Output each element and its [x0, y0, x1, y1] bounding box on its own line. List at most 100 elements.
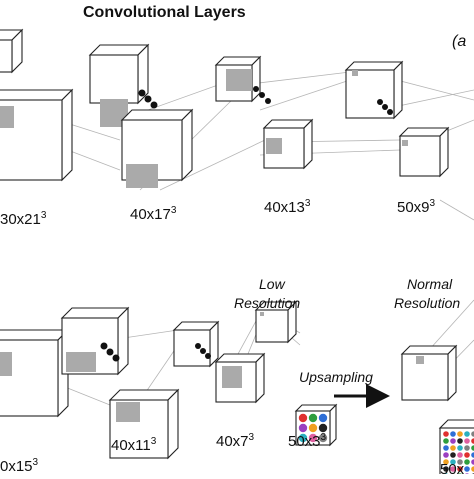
- bottom-cube-2-back-dot: [106, 348, 114, 356]
- normal-res-grid-dot: [471, 445, 474, 451]
- top-cube-3-back: [214, 55, 271, 104]
- normal-res-grid-dot: [450, 459, 456, 465]
- bottom-cube-1-top: [0, 329, 70, 341]
- bottom-cube-3-back-side: [209, 320, 219, 368]
- bottom-cube-3-back-dot: [195, 343, 201, 349]
- top-cube-4-back-kernel: [352, 70, 358, 76]
- top-layer-label-3: 40x133: [264, 198, 311, 216]
- normal-res-grid-dot: [457, 466, 463, 472]
- top-cube-2-kernel: [126, 164, 158, 188]
- layer-cubes: [0, 28, 474, 479]
- top-cube-3-back-dot: [253, 86, 259, 92]
- top-cube-1-back: [0, 28, 24, 74]
- normal-res-grid-dot: [464, 431, 470, 437]
- normal-res-grid-dot: [450, 445, 456, 451]
- normal-res-grid-dot: [450, 452, 456, 458]
- top-cube-1-back-front: [0, 39, 13, 73]
- bottom-cube-3-back-front: [173, 329, 211, 367]
- low-resolution-line1: Low: [259, 276, 286, 292]
- top-cube-4-back-side: [393, 60, 403, 120]
- top-cube-2-side: [181, 108, 193, 182]
- low-res-grid-dot: [298, 413, 308, 423]
- top-cube-2-top: [120, 109, 194, 121]
- normal-res-grid-dot: [457, 452, 463, 458]
- top-layer-label-2: 40x173: [130, 205, 177, 223]
- low-res-grid-dot: [318, 423, 328, 433]
- bottom-layer-label-4: 50x33: [288, 432, 327, 450]
- panel-label: (a: [452, 33, 466, 50]
- bottom-cube-2-back-dot: [112, 354, 120, 362]
- low-res-grid-dot: [308, 413, 318, 423]
- low-res-grid-dot: [298, 433, 308, 443]
- bottom-cube-1: [0, 328, 70, 418]
- low-res-grid-cube-side: [329, 403, 337, 447]
- low-res-grid-cube-top: [294, 404, 338, 412]
- normal-res-grid-dot: [464, 466, 470, 472]
- normal-res-grid-dot: [471, 431, 474, 437]
- normal-res-grid-dot: [464, 438, 470, 444]
- top-cube-4-back-top: [344, 61, 404, 71]
- top-cube-2-back: [88, 43, 158, 127]
- top-cube-4-back-dot: [382, 104, 388, 110]
- bottom-cube-2-kernel: [116, 402, 140, 422]
- top-cube-3-back-dot: [259, 92, 265, 98]
- normal-res-grid-dot: [443, 452, 449, 458]
- normal-res-grid-dot: [443, 459, 449, 465]
- top-cube-3-back-kernel: [226, 69, 252, 91]
- normal-res-grid-cube-top: [438, 419, 474, 429]
- top-cube-1-top: [0, 89, 74, 101]
- bottom-cube-2-back: [60, 306, 130, 376]
- top-layer-label-1: 30x213: [0, 210, 47, 228]
- normal-res-grid-dot: [443, 438, 449, 444]
- normal-res-grid-dot: [471, 459, 474, 465]
- bottom-cube-1-kernel: [0, 352, 12, 376]
- bottom-cube-3: [214, 352, 266, 404]
- bottom-cube-1-front: [0, 339, 59, 417]
- bottom-cube-5-back-side: [447, 344, 457, 402]
- bottom-layer-label-3: 40x73: [216, 432, 255, 450]
- top-layer-label-4: 50x93: [397, 198, 436, 216]
- normal-res-grid-dot: [450, 438, 456, 444]
- low-res-grid-dot: [318, 413, 328, 423]
- normal-resolution-line2: Resolution: [394, 295, 460, 311]
- top-cube-3-back-dot: [265, 98, 271, 104]
- bottom-cube-3-side: [255, 352, 265, 404]
- normal-res-grid-dot: [471, 452, 474, 458]
- normal-res-grid-dot: [457, 431, 463, 437]
- top-cube-3: [262, 118, 314, 170]
- low-resolution-line2: Resolution: [234, 295, 300, 311]
- top-cube-1-kernel: [0, 106, 14, 128]
- bottom-cube-2-side: [167, 388, 179, 460]
- bottom-cube-2-top: [108, 389, 180, 401]
- bottom-cube-5-back-top: [400, 345, 458, 355]
- normal-res-grid-dot: [471, 438, 474, 444]
- low-res-grid-dot: [318, 433, 328, 443]
- normal-res-grid-dot: [443, 445, 449, 451]
- normal-res-grid-dot: [464, 452, 470, 458]
- top-cube-2: [120, 108, 194, 188]
- top-cube-2-back-dot: [150, 101, 158, 109]
- normal-res-grid-dot: [457, 438, 463, 444]
- top-cube-2-back-dot: [138, 89, 146, 97]
- upsampling-label: Upsampling: [299, 369, 373, 385]
- bottom-cube-4-back: [254, 300, 298, 344]
- top-cube-3-back-side: [251, 55, 261, 103]
- normal-res-grid-dot: [443, 431, 449, 437]
- normal-res-grid-dot: [464, 459, 470, 465]
- top-cube-4-side: [439, 126, 449, 178]
- top-cube-4-back: [344, 60, 404, 120]
- normal-res-grid-dot: [443, 466, 449, 472]
- bottom-cube-2: [108, 388, 180, 460]
- top-cube-1: [0, 88, 74, 182]
- normal-res-grid-dot: [457, 445, 463, 451]
- bottom-cube-3-back-dot: [200, 348, 206, 354]
- bottom-layer-label-1: 0x153: [0, 457, 39, 474]
- bottom-cube-3-kernel: [222, 366, 242, 388]
- low-res-grid-dot: [308, 433, 318, 443]
- normal-res-grid-dot: [471, 466, 474, 472]
- bottom-cube-5-back: [400, 344, 458, 402]
- top-cube-4-back-dot: [387, 109, 393, 115]
- top-cube-4-back-front: [345, 69, 395, 119]
- normal-res-grid-dot: [457, 459, 463, 465]
